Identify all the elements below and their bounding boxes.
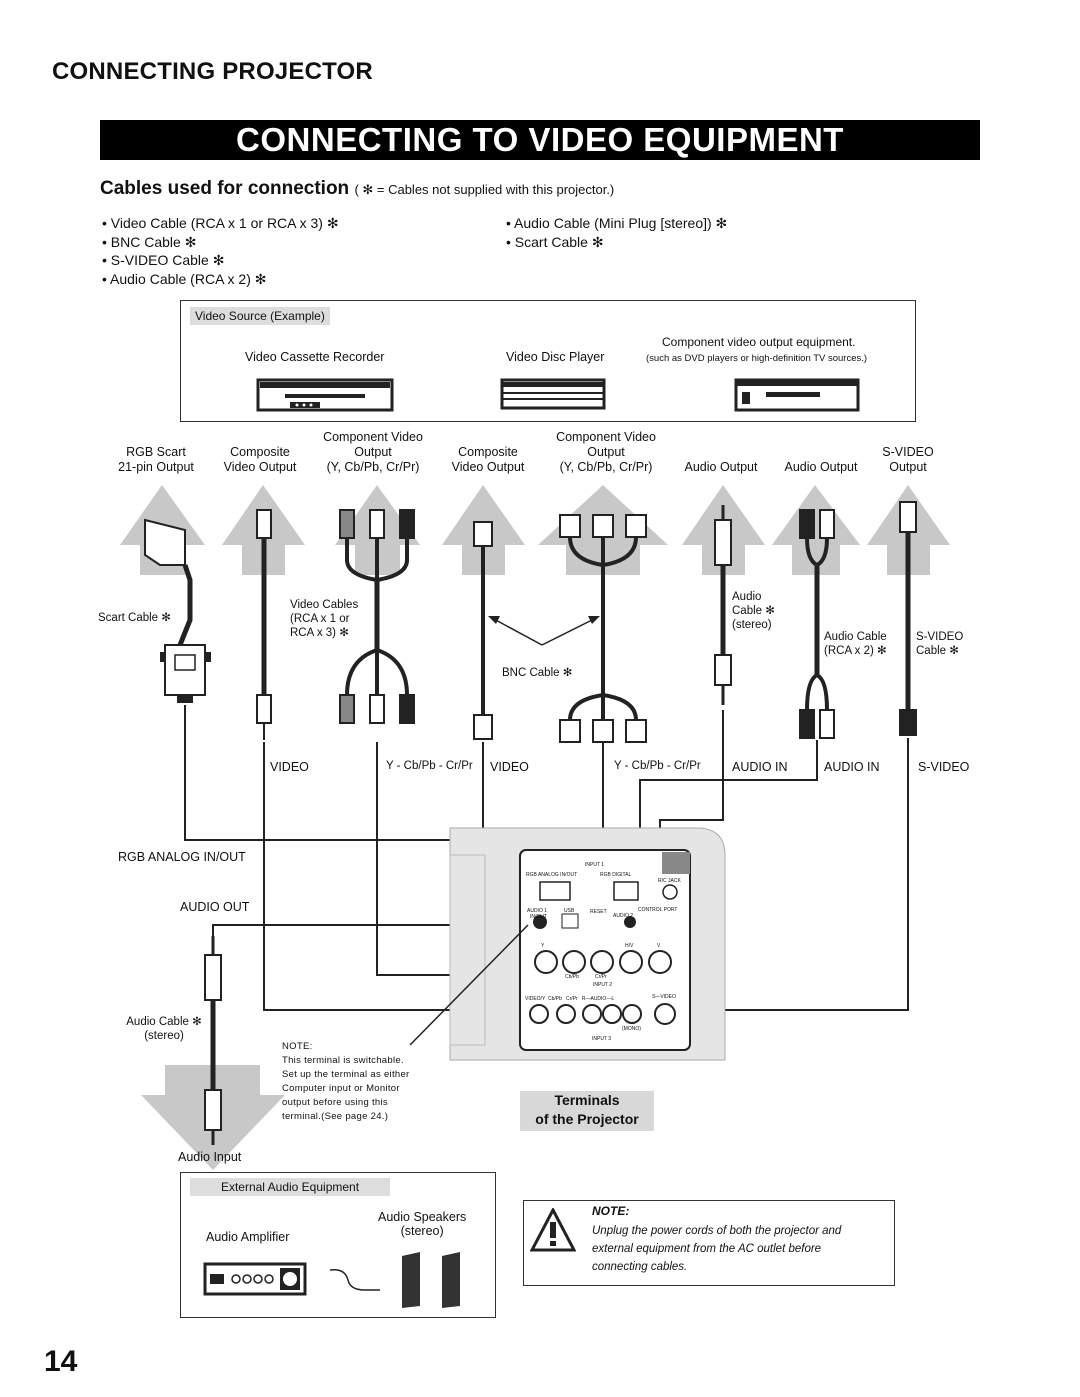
external-audio-tag: External Audio Equipment — [190, 1178, 390, 1196]
panel-usb-label: USB — [564, 908, 575, 914]
panel-rc-jack-label: R/C JACK — [658, 878, 681, 884]
panel-audio2-label: AUDIO 2 — [613, 913, 634, 919]
audio-out-cable-label: Audio Cable ✻(stereo) — [126, 1016, 202, 1042]
scart-plug-icon — [144, 518, 211, 703]
section-title: CONNECTING PROJECTOR — [52, 58, 373, 85]
terminal-ycbcr-label: Y - Cb/Pb - Cr/Pr — [386, 760, 473, 772]
panel-inout-label: IN/OUT — [530, 914, 547, 920]
component-rca-cable-icon — [339, 509, 415, 724]
audio-speakers-label: Audio Speakers(stereo) — [378, 1210, 467, 1238]
terminal-audio-out-label: AUDIO OUT — [180, 900, 250, 914]
audio-input-label: Audio Input — [178, 1150, 242, 1164]
bnc-pointer-arrows — [488, 616, 600, 646]
panel-row3-label: VIDEO/Y Cb/Pb Cr/Pr R—AUDIO—L — [525, 996, 615, 1002]
bnc-cable-icon — [473, 521, 493, 740]
terminal-ycbcr-label-2: Y - Cb/Pb - Cr/Pr — [614, 760, 701, 772]
vcr-icon — [256, 378, 394, 412]
panel-control-port-label: CONTROL PORT — [638, 907, 678, 913]
list-item: • S-VIDEO Cable ✻ — [102, 252, 225, 268]
panel-input1-label: INPUT 1 — [585, 862, 605, 868]
caution-note-text: Unplug the power cords of both the proje… — [592, 1225, 842, 1273]
bnc-triple-cable-icon — [559, 514, 647, 743]
amplifier-icon — [203, 1262, 307, 1296]
panel-audio1-label: AUDIO 1 — [527, 908, 548, 914]
cables-heading-label: Cables used for connection — [100, 178, 350, 199]
list-item: • Scart Cable ✻ — [506, 233, 604, 250]
panel-y-label: Y — [541, 943, 545, 949]
audio-amplifier-label: Audio Amplifier — [206, 1230, 290, 1244]
caution-note-box — [523, 1200, 895, 1286]
terminal-audio-in-label: AUDIO IN — [732, 760, 788, 774]
audio-output-label: Audio Output — [684, 460, 758, 474]
panel-cbpb-label: Cb/Pb — [565, 974, 579, 980]
component-equipment-icon — [734, 378, 860, 412]
audio-rca-cable-icon — [799, 509, 835, 739]
panel-input3-label: INPUT 3 — [592, 1036, 612, 1042]
list-item: • Audio Cable (Mini Plug [stereo]) ✻ — [506, 215, 728, 231]
cable-list-right: • Audio Cable (Mini Plug [stereo]) ✻ • S… — [506, 214, 727, 251]
terminal-rgb-analog-label: RGB ANALOG IN/OUT — [118, 850, 246, 864]
panel-hv-label: H/V — [625, 943, 634, 949]
terminal-audio-in-label-2: AUDIO IN — [824, 760, 880, 774]
list-item: • BNC Cable ✻ — [102, 233, 197, 250]
vcr-label: Video Cassette Recorder — [245, 350, 385, 364]
panel-rgb-digital-label: RGB DIGITAL — [600, 872, 632, 878]
component-equipment-note: (such as DVD players or high-definition … — [646, 353, 868, 364]
cable-list-left: • Video Cable (RCA x 1 or RCA x 3) ✻ • B… — [102, 214, 339, 288]
switch-note: NOTE: This terminal is switchable. Set u… — [282, 1041, 410, 1122]
speaker-icon — [402, 1252, 460, 1308]
component-equipment-label: Component video output equipment. — [662, 335, 856, 349]
external-audio-box — [180, 1172, 496, 1318]
audio-output-label-2: Audio Output — [784, 460, 858, 474]
video-source-box — [180, 300, 916, 422]
panel-mono-label: (MONO) — [622, 1026, 641, 1032]
panel-svideo-label: S—VIDEO — [652, 994, 676, 1000]
cables-heading-note: ( ✻ = Cables not supplied with this proj… — [354, 182, 615, 197]
terminal-video-label-2: VIDEO — [490, 760, 529, 774]
panel-rgb-analog-label: RGB ANALOG IN/OUT — [526, 872, 578, 878]
panel-input2-label: INPUT 2 — [593, 982, 613, 988]
scart-cable-label: Scart Cable ✻ — [98, 612, 171, 624]
projector-icon — [449, 827, 726, 1061]
audio-out-cable-icon — [204, 936, 222, 1145]
page-title-banner: CONNECTING TO VIDEO EQUIPMENT — [100, 120, 980, 160]
list-item: • Video Cable (RCA x 1 or RCA x 3) ✻ — [102, 215, 339, 231]
warning-icon — [530, 1208, 576, 1252]
external-devices — [203, 1252, 460, 1308]
disc-player-icon — [500, 378, 606, 410]
bnc-cable-label: BNC Cable ✻ — [502, 667, 573, 679]
connection-diagram — [120, 485, 950, 1170]
page-number: 14 — [44, 1345, 78, 1378]
note-leader-line — [409, 924, 529, 1046]
list-item: • Audio Cable (RCA x 2) ✻ — [102, 270, 267, 287]
cables-heading: Cables used for connection ( ✻ = Cables … — [100, 178, 614, 200]
panel-reset-label: RESET — [590, 909, 607, 915]
svideo-cable-icon — [899, 501, 917, 736]
mini-plug-cable-icon — [714, 505, 732, 705]
panel-crpr-label: Cr/Pr — [595, 974, 607, 980]
terminal-svideo-label: S-VIDEO — [918, 760, 970, 774]
caution-note-title: NOTE: — [592, 1204, 630, 1218]
speaker-wire — [329, 1268, 380, 1291]
audio-rca-cable-label: Audio Cable(RCA x 2) ✻ — [824, 631, 887, 657]
disc-player-label: Video Disc Player — [506, 350, 605, 364]
rca-cable-icon — [256, 509, 272, 740]
terminal-video-label: VIDEO — [270, 760, 309, 774]
panel-v-label: V — [657, 943, 661, 949]
video-source-tag: Video Source (Example) — [190, 307, 330, 325]
source-devices — [256, 378, 860, 412]
